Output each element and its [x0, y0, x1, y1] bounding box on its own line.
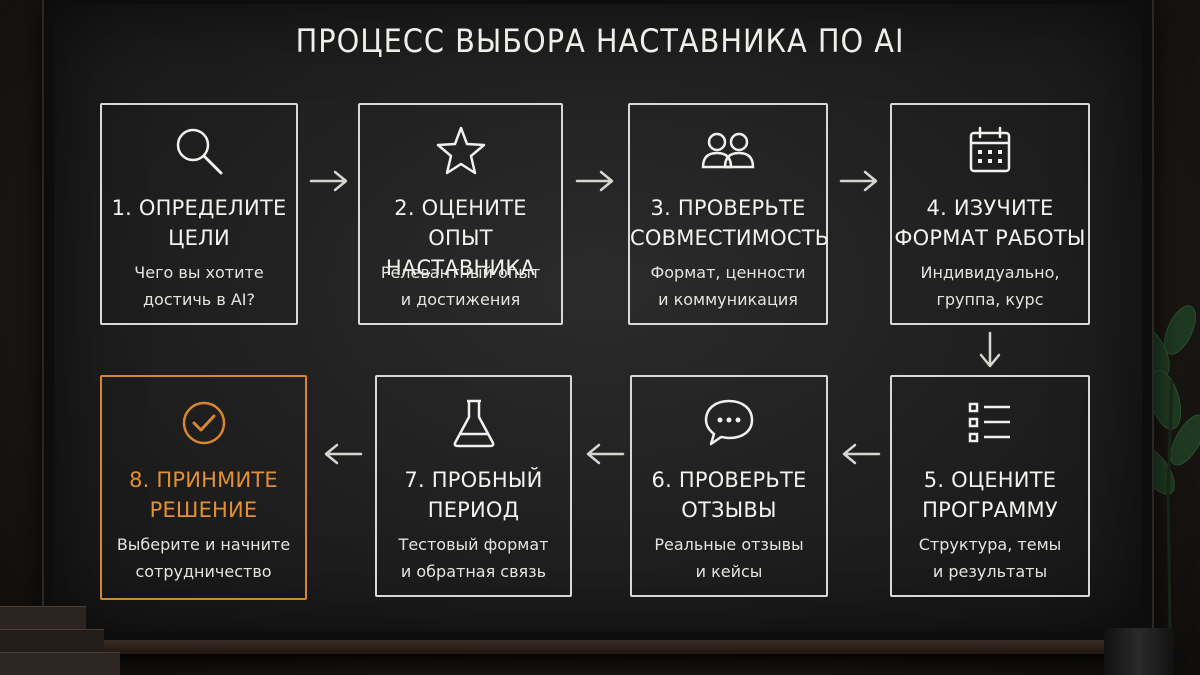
step-3-card: 3. ПРОВЕРЬТЕ СОВМЕСТИМОСТЬ Формат, ценно… [628, 103, 830, 325]
arrow-left-icon [842, 443, 881, 465]
arrow-left-icon [586, 443, 625, 465]
checklist-icon [968, 402, 1010, 443]
step-5-title: 5. ОЦЕНИТЕ ПРОГРАММУ [922, 468, 1058, 522]
step-1-title: 1. ОПРЕДЕЛИТЕ ЦЕЛИ [111, 196, 287, 250]
step-4-title: 4. ИЗУЧИТЕ ФОРМАТ РАБОТЫ [894, 196, 1086, 250]
diagram-title: ПРОЦЕСС ВЫБОРА НАСТАВНИКА ПО AI [295, 22, 905, 60]
step-2-card: 2. ОЦЕНИТЕ ОПЫТ НАСТАВНИКА Релевантный о… [358, 103, 563, 325]
step-8-description: Выберите и начните сотрудничество [116, 535, 291, 581]
step-5-card: 5. ОЦЕНИТЕ ПРОГРАММУ Структура, темы и р… [890, 375, 1090, 597]
chalkboard-ledge [30, 640, 1170, 654]
check-circle-icon [182, 401, 225, 445]
step-4-card: 4. ИЗУЧИТЕ ФОРМАТ РАБОТЫ Индивидуально, … [890, 103, 1090, 325]
magnifier-icon [176, 128, 223, 175]
step-5-description: Структура, темы и результаты [918, 535, 1062, 581]
flask-icon [453, 399, 494, 448]
step-8-title: 8. ПРИНМИТЕ РЕШЕНИЕ [129, 468, 278, 522]
step-3-title: 3. ПРОВЕРЬТЕ СОВМЕСТИМОСТЬ [630, 196, 830, 250]
arrow-right-icon [575, 170, 614, 192]
step-8-card: 8. ПРИНМИТЕ РЕШЕНИЕ Выберите и начните с… [100, 375, 307, 600]
step-1-card: 1. ОПРЕДЕЛИТЕ ЦЕЛИ Чего вы хотите достич… [100, 103, 298, 325]
step-7-card: 7. ПРОБНЫЙ ПЕРИОД Тестовый формат и обра… [375, 375, 572, 597]
star-icon [436, 126, 485, 175]
chat-bubble-icon [704, 399, 754, 446]
step-1-description: Чего вы хотите достичь в AI? [134, 263, 264, 309]
cup-decoration [1104, 628, 1174, 675]
step-7-description: Тестовый формат и обратная связь [398, 535, 549, 581]
arrow-left-icon [324, 443, 363, 465]
people-icon [701, 132, 755, 169]
step-6-card: 6. ПРОВЕРЬТЕ ОТЗЫВЫ Реальные отзывы и ке… [630, 375, 828, 597]
arrow-down-icon [979, 331, 1001, 368]
step-2-title: 2. ОЦЕНИТЕ ОПЫТ НАСТАВНИКА [385, 196, 536, 280]
step-6-title: 6. ПРОВЕРЬТЕ ОТЗЫВЫ [651, 468, 807, 522]
step-2-description: Релевантный опыт и достижения [380, 263, 541, 309]
books-decoration [0, 598, 120, 675]
chalkboard [44, 0, 1152, 642]
calendar-icon [969, 126, 1011, 173]
step-4-description: Индивидуально, группа, курс [920, 263, 1060, 309]
arrow-right-icon [839, 170, 878, 192]
step-7-title: 7. ПРОБНЫЙ ПЕРИОД [404, 468, 543, 522]
step-6-description: Реальные отзывы и кейсы [654, 535, 804, 581]
arrow-right-icon [309, 170, 348, 192]
step-3-description: Формат, ценности и коммуникация [650, 263, 806, 309]
